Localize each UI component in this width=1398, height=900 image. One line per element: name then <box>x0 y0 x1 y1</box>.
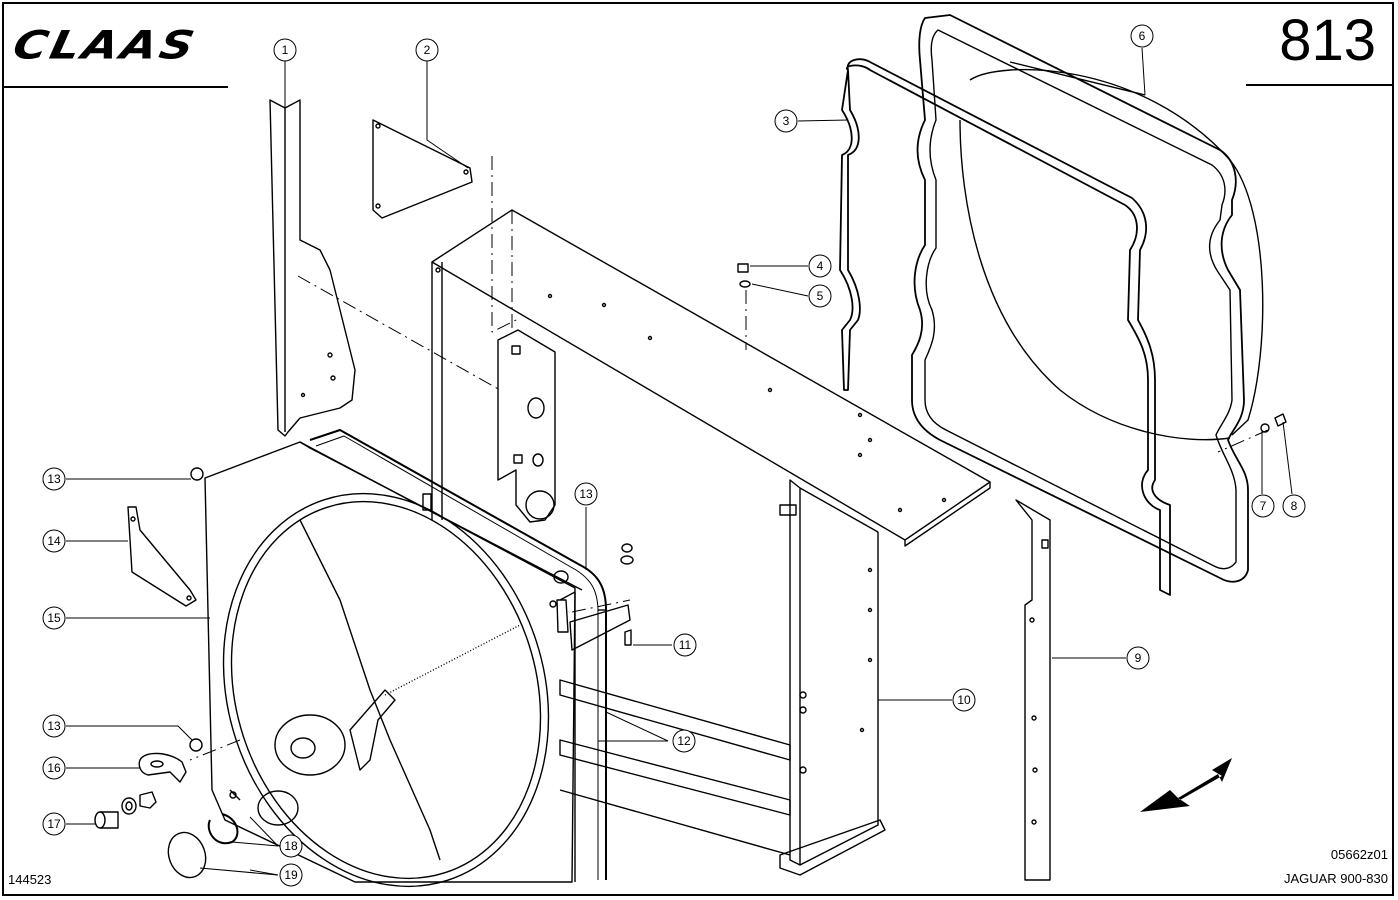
part-18-ring <box>207 813 239 845</box>
svg-text:13: 13 <box>47 719 61 733</box>
leader-lines <box>66 47 1293 876</box>
callout-5: 5 <box>808 284 832 308</box>
callout-2: 2 <box>415 38 439 62</box>
callout-4: 4 <box>808 254 832 278</box>
frame-top-beam <box>431 209 991 547</box>
svg-text:15: 15 <box>47 611 61 625</box>
svg-text:9: 9 <box>1135 651 1142 665</box>
svg-text:5: 5 <box>817 289 824 303</box>
assembly-lines <box>189 156 1269 761</box>
callouts: 1 2 3 4 5 6 7 8 9 10 11 12 13 13 13 14 1… <box>42 24 1306 887</box>
svg-text:13: 13 <box>579 487 593 501</box>
part-7-8-hardware <box>1260 413 1287 433</box>
part-12-seal-strip <box>309 429 607 880</box>
figure-code: 05662z01 <box>1330 847 1388 862</box>
callout-8: 8 <box>1282 494 1306 518</box>
svg-text:18: 18 <box>284 839 298 853</box>
svg-text:2: 2 <box>424 43 431 57</box>
svg-text:7: 7 <box>1260 499 1267 513</box>
callout-1: 1 <box>273 38 297 62</box>
arrow-down-left-icon <box>1140 758 1232 812</box>
callout-19: 19 <box>279 863 303 887</box>
callout-11: 11 <box>673 633 697 657</box>
svg-text:6: 6 <box>1139 29 1146 43</box>
svg-text:4: 4 <box>817 259 824 273</box>
callout-13-center: 13 <box>574 482 598 506</box>
logo-rule <box>2 86 228 88</box>
part-1-bracket <box>269 99 356 437</box>
callout-12: 12 <box>672 729 696 753</box>
page-number-rule <box>1246 84 1394 86</box>
page-number: 813 <box>1279 8 1376 73</box>
lower-cross-members <box>559 679 791 856</box>
svg-text:14: 14 <box>47 534 61 548</box>
svg-text:10: 10 <box>957 693 971 707</box>
callout-17: 17 <box>42 812 66 836</box>
part-10-side-panel <box>779 479 886 876</box>
callout-7: 7 <box>1251 494 1275 518</box>
callout-14: 14 <box>42 529 66 553</box>
part-16-clip <box>138 752 187 783</box>
part-6-fan-ring-frame <box>911 14 1264 583</box>
callout-13-top: 13 <box>42 467 66 491</box>
inner-strap-plate <box>497 329 556 523</box>
callout-6: 6 <box>1130 24 1154 48</box>
part-19-disc <box>167 831 207 879</box>
part-3-gasket <box>839 58 1171 596</box>
part-11-hardware <box>556 543 634 651</box>
part-15-shroud <box>204 441 583 888</box>
part-13-grommets <box>189 467 569 752</box>
callout-13-bottom: 13 <box>42 714 66 738</box>
svg-text:1: 1 <box>282 43 289 57</box>
svg-text:12: 12 <box>677 734 691 748</box>
drawing-number: 144523 <box>8 872 52 887</box>
svg-text:11: 11 <box>679 638 692 652</box>
svg-text:13: 13 <box>47 472 61 486</box>
part-2-plate <box>372 119 473 219</box>
part-4-5-hardware <box>737 263 751 288</box>
callout-16: 16 <box>42 756 66 780</box>
svg-text:3: 3 <box>783 114 790 128</box>
part-17-hardware <box>94 791 157 829</box>
svg-text:19: 19 <box>284 868 298 882</box>
svg-text:17: 17 <box>47 817 61 831</box>
callout-3: 3 <box>774 109 798 133</box>
part-9-strip <box>1015 499 1051 881</box>
callout-18: 18 <box>279 834 303 858</box>
callout-10: 10 <box>952 688 976 712</box>
part-14-plate <box>127 506 197 607</box>
svg-text:16: 16 <box>47 761 61 775</box>
callout-9: 9 <box>1126 646 1150 670</box>
callout-15: 15 <box>42 606 66 630</box>
model-label: JAGUAR 900-830 <box>1283 871 1388 886</box>
svg-text:8: 8 <box>1291 499 1298 513</box>
